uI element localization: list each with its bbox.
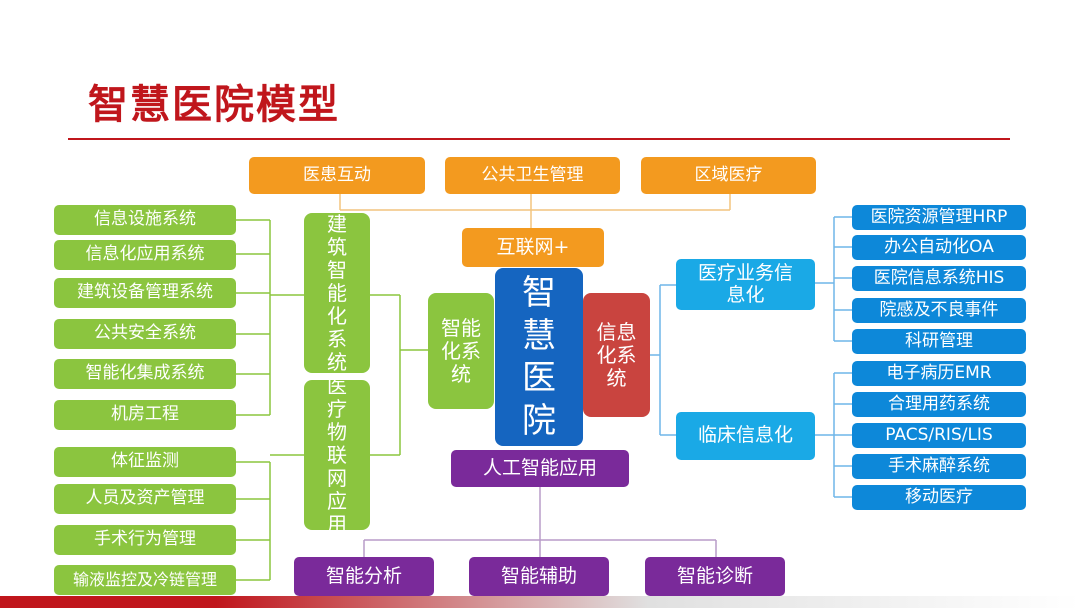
right-b-item: 电子病历EMR — [852, 361, 1026, 386]
left-a-item: 建筑设备管理系统 — [54, 278, 236, 308]
right-b-item: 手术麻醉系统 — [852, 454, 1026, 479]
right-a-item: 科研管理 — [852, 329, 1026, 354]
intelligent-system-box: 智能化系统 — [428, 293, 494, 409]
left-b-item: 输液监控及冷链管理 — [54, 565, 236, 595]
information-system-box: 信息化系统 — [583, 293, 650, 417]
ai-item-diagnosis: 智能诊断 — [645, 557, 785, 596]
right-a-item: 院感及不良事件 — [852, 298, 1026, 323]
page-title: 智慧医院模型 — [88, 82, 340, 128]
top-box-doctor-patient: 医患互动 — [249, 157, 425, 194]
smart-hospital-center: 智慧医院 — [495, 268, 583, 446]
medical-iot-hub: 医疗物联网应用 — [304, 374, 370, 535]
right-a-item: 办公自动化OA — [852, 235, 1026, 260]
building-intelligence-hub: 建筑智能化系统 — [304, 212, 370, 373]
left-a-item: 信息化应用系统 — [54, 240, 236, 270]
left-a-item: 信息设施系统 — [54, 205, 236, 235]
left-a-item: 智能化集成系统 — [54, 359, 236, 389]
ai-item-assist: 智能辅助 — [469, 557, 609, 596]
right-b-item: 移动医疗 — [852, 485, 1026, 510]
internet-plus-box: 互联网+ — [462, 228, 604, 267]
title-divider — [68, 138, 1010, 140]
left-b-item: 人员及资产管理 — [54, 484, 236, 514]
top-box-regional-medical: 区域医疗 — [641, 157, 816, 194]
clinical-info-hub: 临床信息化 — [676, 412, 815, 460]
top-box-public-health: 公共卫生管理 — [445, 157, 620, 194]
left-a-item: 公共安全系统 — [54, 319, 236, 349]
right-b-item: PACS/RIS/LIS — [852, 423, 1026, 448]
footer-stripe — [0, 596, 1080, 608]
ai-application-hub: 人工智能应用 — [451, 450, 629, 487]
medical-business-hub: 医疗业务信息化 — [676, 259, 815, 310]
ai-item-analysis: 智能分析 — [294, 557, 434, 596]
left-b-item: 体征监测 — [54, 447, 236, 477]
right-a-item: 医院资源管理HRP — [852, 205, 1026, 230]
left-b-item: 手术行为管理 — [54, 525, 236, 555]
right-b-item: 合理用药系统 — [852, 392, 1026, 417]
left-a-item: 机房工程 — [54, 400, 236, 430]
right-a-item: 医院信息系统HIS — [852, 266, 1026, 291]
